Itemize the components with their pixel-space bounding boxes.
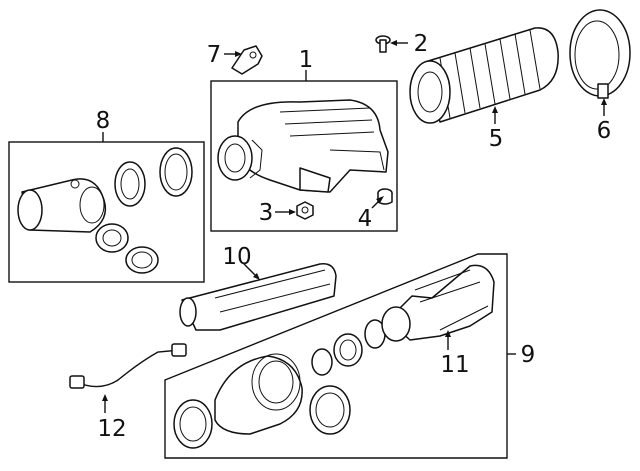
part-8-clamp-a bbox=[159, 147, 193, 197]
callout-10: 10 bbox=[222, 244, 251, 270]
callout-5: 5 bbox=[489, 126, 504, 152]
part-8-clamp-b bbox=[125, 246, 159, 274]
part-4-grommet bbox=[377, 188, 393, 205]
part-6-ring bbox=[569, 9, 631, 99]
callout-2: 2 bbox=[414, 31, 429, 57]
callout-1: 1 bbox=[299, 47, 314, 73]
part-9-coupler bbox=[333, 333, 363, 367]
group-box-8 bbox=[8, 141, 205, 283]
part-1-housing bbox=[217, 99, 389, 193]
callout-8: 8 bbox=[96, 108, 111, 134]
part-2-bolt bbox=[375, 35, 391, 53]
callout-9: 9 bbox=[521, 342, 536, 368]
part-9-clamp-left bbox=[173, 399, 213, 449]
part-8-ring-b bbox=[95, 223, 129, 253]
part-9-ring-small bbox=[311, 348, 333, 376]
callout-3: 3 bbox=[259, 200, 274, 226]
leader-lines bbox=[102, 40, 607, 413]
part-5-filter bbox=[409, 27, 559, 124]
part-7-clip bbox=[231, 45, 263, 75]
part-11-inlet bbox=[381, 264, 495, 342]
part-8-duct bbox=[17, 178, 107, 233]
part-9-clamp-mid bbox=[309, 385, 351, 435]
group-box-9 bbox=[164, 253, 508, 459]
callout-12: 12 bbox=[97, 416, 126, 442]
callout-7: 7 bbox=[207, 42, 222, 68]
callout-11: 11 bbox=[440, 352, 469, 378]
part-9-intake-duct bbox=[214, 353, 303, 435]
group-box-1 bbox=[210, 80, 398, 232]
part-10-resonator bbox=[179, 263, 337, 331]
part-12-sensor bbox=[69, 343, 187, 389]
callout-6: 6 bbox=[597, 118, 612, 144]
callout-4: 4 bbox=[358, 206, 373, 232]
part-3-nut bbox=[296, 201, 314, 220]
part-8-ring-a bbox=[114, 161, 146, 207]
